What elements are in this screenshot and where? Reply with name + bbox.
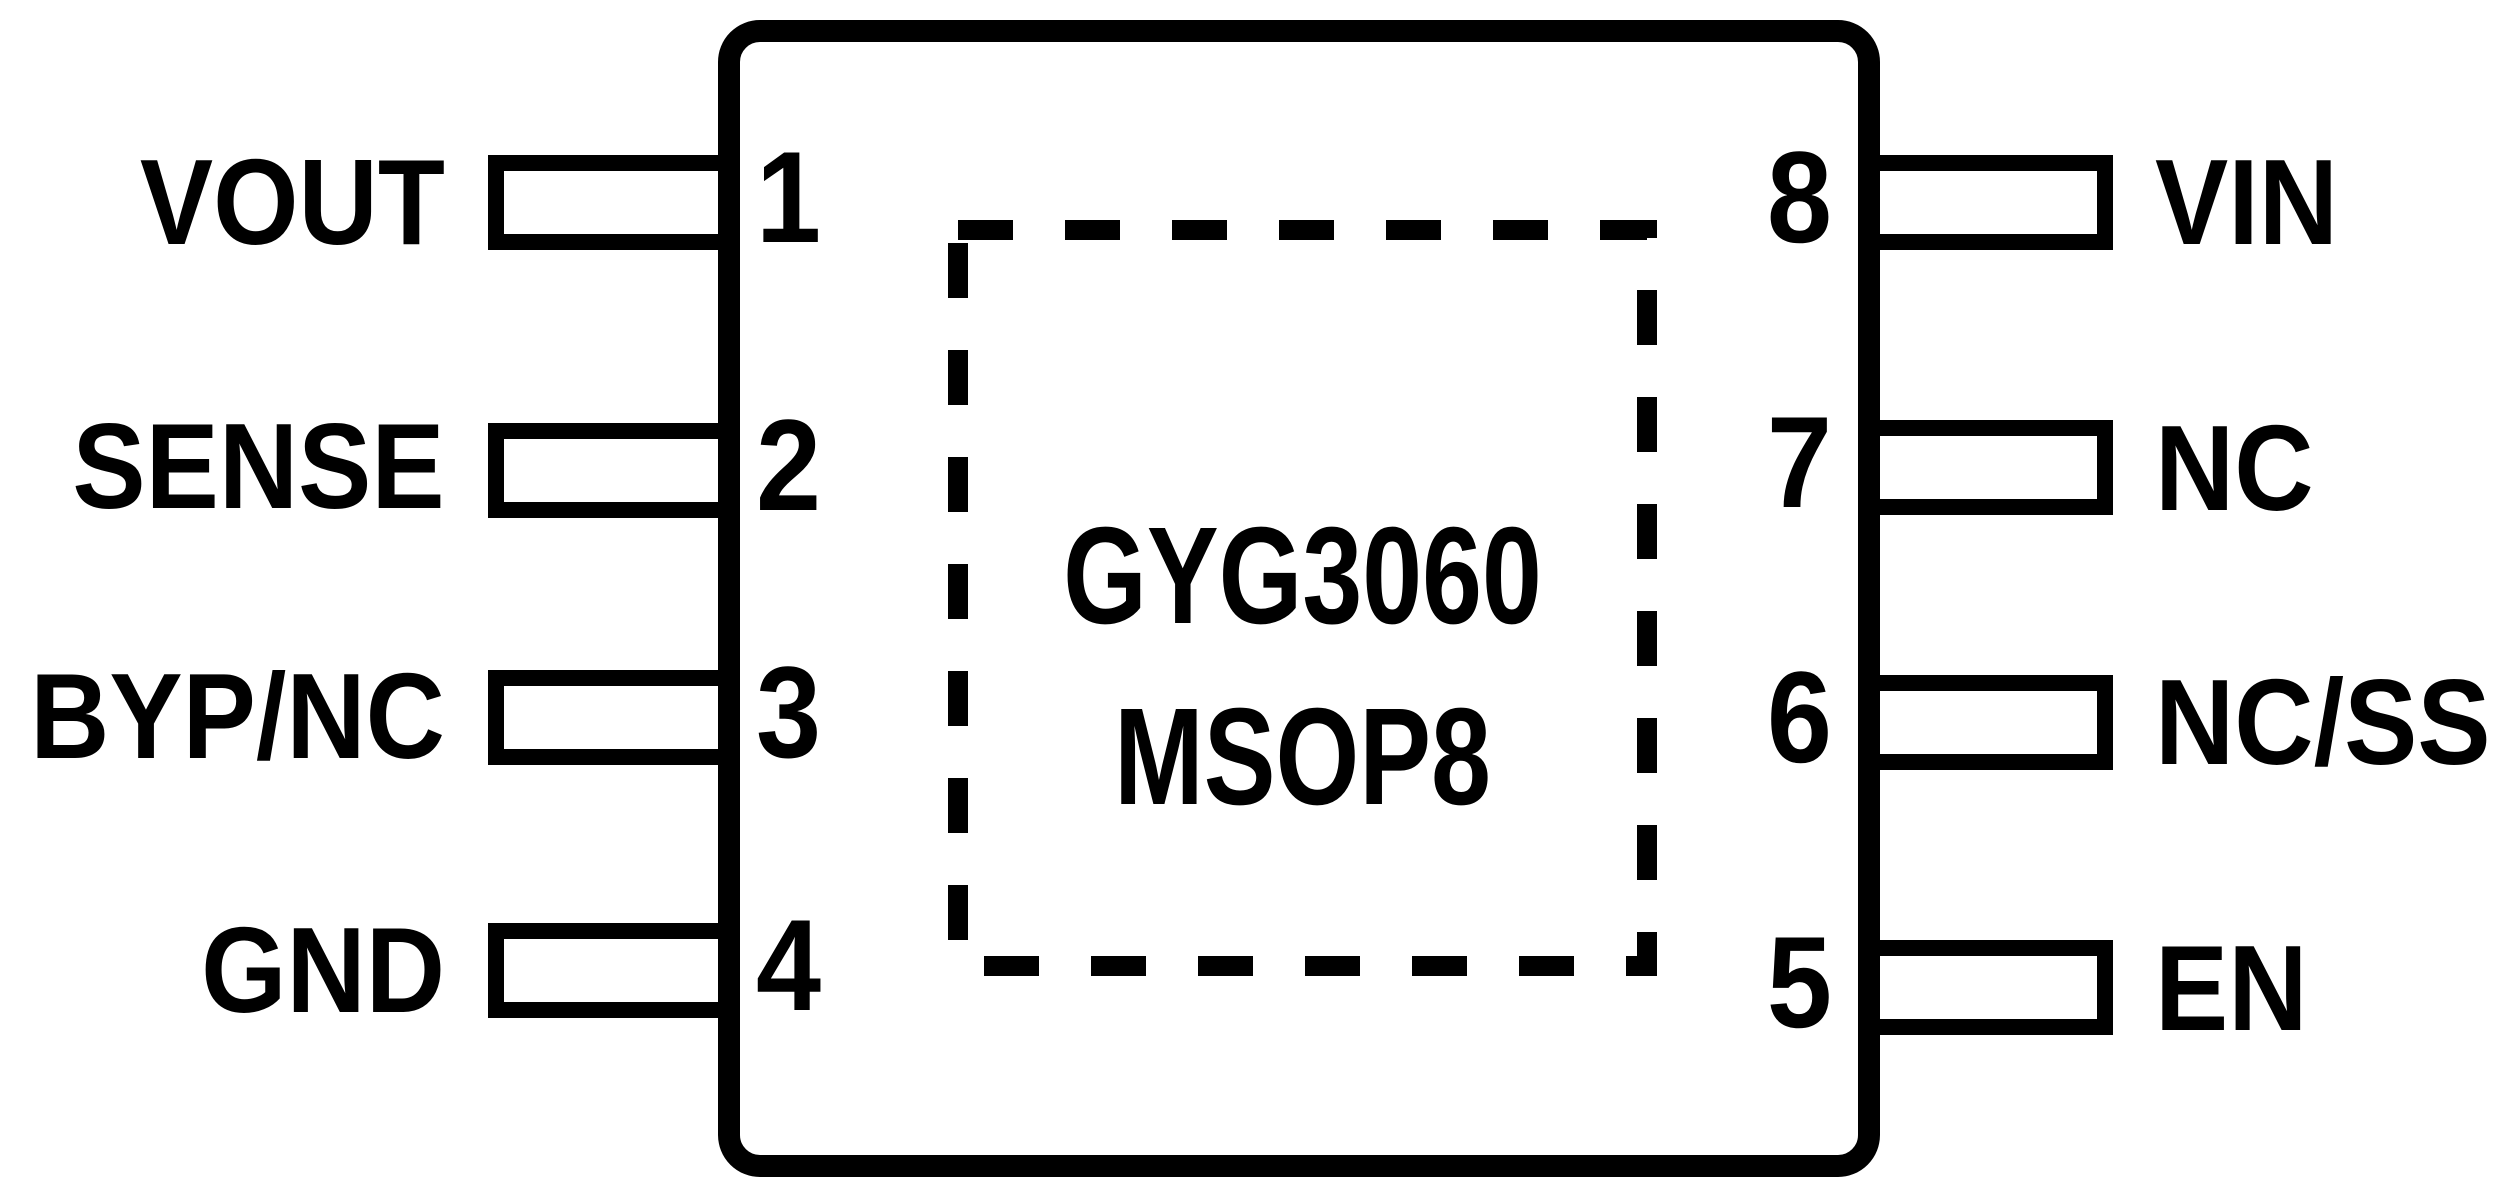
die-dashed-outline	[948, 220, 1657, 976]
pin-number-6: 6	[1766, 644, 1832, 790]
pin-lead-4	[488, 923, 740, 1018]
pin-lead-1	[488, 155, 740, 250]
pin-number-4: 4	[756, 892, 822, 1038]
pin-lead-7	[1858, 420, 2113, 515]
pin-number-3: 3	[756, 639, 822, 785]
chip-part-number: GYG3060	[1063, 499, 1542, 653]
pin-number-5: 5	[1766, 909, 1832, 1055]
pin-number-1: 1	[756, 124, 822, 270]
pin-label-nc: NC	[2155, 400, 2314, 536]
pin-label-en: EN	[2155, 920, 2308, 1056]
pin-number-7: 7	[1766, 389, 1832, 535]
pin-label-byp-nc: BYP/NC	[30, 648, 445, 784]
pin-lead-6	[1858, 675, 2113, 770]
pin-lead-8	[1858, 155, 2113, 250]
chip-package-name: MSOP8	[1114, 680, 1491, 834]
ic-package-outline	[718, 20, 1880, 1177]
pin-number-8: 8	[1766, 124, 1832, 270]
pin-label-gnd: GND	[201, 902, 445, 1038]
pin-label-sense: SENSE	[72, 398, 445, 534]
pin-label-vin: VIN	[2155, 134, 2339, 270]
pin-label-vout: VOUT	[139, 134, 445, 270]
pin-lead-3	[488, 670, 740, 765]
pin-lead-2	[488, 423, 740, 518]
pin-number-2: 2	[756, 392, 822, 538]
pin-label-nc-ss: NC/SS	[2155, 654, 2491, 790]
pin-lead-5	[1858, 940, 2113, 1035]
